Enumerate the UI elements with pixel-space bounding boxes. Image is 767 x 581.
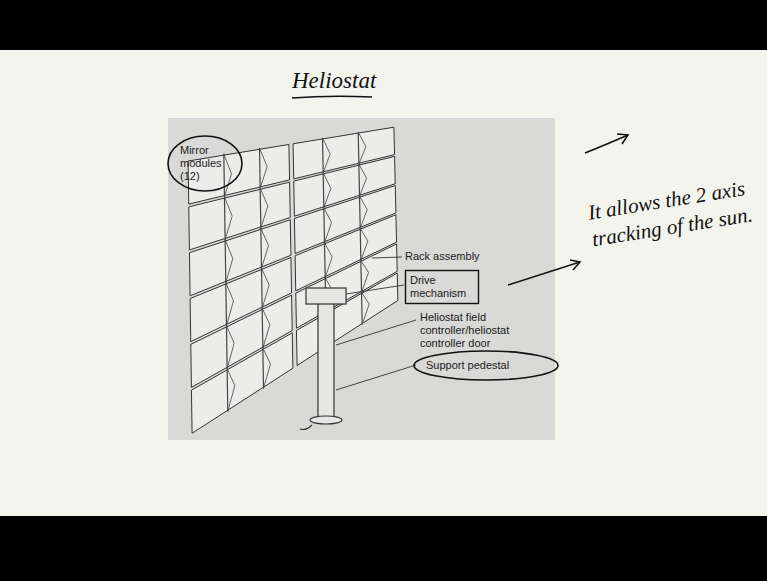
handwritten-arrows [292,96,628,285]
slide-title: Heliostat [292,68,376,94]
bottom-bar [0,516,767,581]
part-name: Rack assembly [405,250,525,263]
mirror-grid [188,127,398,433]
boxed-label: Drive mechanism [405,270,479,304]
part-name: Support pedestal [426,359,546,372]
part-name: Drive mechanism [410,274,474,300]
slide-ground [0,50,767,516]
pedestal [300,288,346,430]
leader-lines [336,257,416,390]
circled-label: Support pedestal [414,351,558,380]
figure-ground [168,118,555,440]
top-bar [0,0,767,50]
part-name: Mirror modules (12) [180,144,230,183]
circled-label: Mirror modules (12) [168,136,242,191]
part-name: Heliostat field controller/heliostat con… [420,311,535,350]
